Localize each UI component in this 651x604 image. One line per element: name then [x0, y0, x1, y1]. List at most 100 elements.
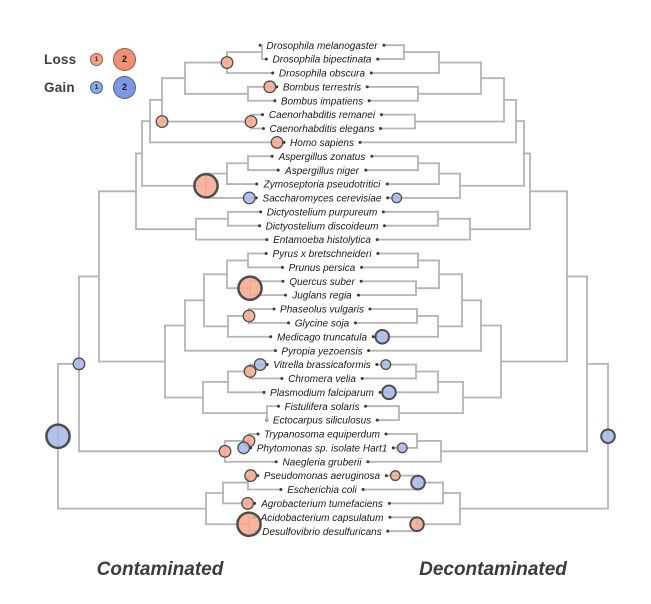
tip-dot — [356, 293, 360, 297]
tip-dot — [381, 210, 385, 214]
species-label: Agrobacterium tumefaciens — [260, 499, 383, 510]
species-label: Drosophila bipectinata — [273, 55, 372, 66]
tip-dot — [386, 196, 390, 200]
tip-dot — [269, 335, 273, 339]
gain-marker — [380, 359, 392, 371]
tip-dot — [369, 71, 373, 75]
tip-dot — [265, 238, 269, 242]
tip-dot — [367, 99, 371, 103]
species-label: Dictyostelium discoideum — [266, 221, 379, 232]
tip-dot — [274, 460, 278, 464]
tip-dot — [365, 85, 369, 89]
loss-marker — [409, 516, 425, 533]
species-label: Escherichia coli — [287, 485, 357, 496]
tip-dot — [366, 460, 370, 464]
tip-dot — [385, 182, 389, 186]
loss-marker — [220, 56, 234, 70]
species-label: Vitrella brassicaformis — [273, 360, 371, 371]
loss-marker — [243, 365, 257, 378]
tip-dot — [379, 113, 383, 117]
tip-dot — [271, 71, 275, 75]
gain-marker — [600, 428, 616, 445]
tip-dot — [361, 488, 365, 492]
gain-marker — [253, 358, 267, 372]
tip-dot — [359, 279, 363, 283]
tip-dot — [276, 404, 280, 408]
species-label: Caenorhabditis remanei — [269, 110, 376, 121]
loss-size-1-icon: 1 — [90, 52, 103, 66]
tip-dot — [379, 127, 383, 131]
species-label: Saccharomyces cerevisiae — [263, 194, 382, 205]
species-label: Zymoseptoria pseudotritici — [263, 180, 381, 191]
tip-dot — [387, 501, 391, 505]
loss-marker — [263, 80, 277, 94]
species-label: Desulfovibrio desulfuricans — [262, 527, 382, 538]
tip-dot — [375, 238, 379, 242]
tip-dot — [258, 43, 262, 47]
loss-marker — [241, 496, 255, 510]
tip-dot — [279, 488, 283, 492]
gain-marker — [242, 191, 256, 205]
species-label: Entamoeba histolytica — [273, 235, 371, 246]
species-label: Acidobacterium capsulatum — [260, 513, 384, 524]
species-label: Trypanosoma equiperdum — [264, 430, 380, 441]
tip-dot — [259, 210, 263, 214]
gain-size-1-icon: 1 — [90, 80, 103, 94]
species-label: Glycine soja — [295, 319, 350, 330]
caption-contaminated: Contaminated — [96, 559, 224, 580]
tip-dot — [280, 265, 284, 269]
tip-dot — [360, 265, 364, 269]
tip-dot — [382, 43, 386, 47]
species-label: Quercus suber — [289, 277, 355, 288]
gain-marker — [72, 357, 86, 371]
species-label: Medicago truncatula — [277, 332, 367, 343]
species-label: Drosophila obscura — [279, 69, 366, 80]
tip-dot — [353, 321, 357, 325]
tip-dot — [261, 113, 265, 117]
species-label: Pyropia yezoensis — [281, 346, 362, 357]
tip-dot — [384, 474, 388, 478]
tip-dot — [256, 432, 260, 436]
tip-dot — [384, 432, 388, 436]
gain-marker — [391, 192, 403, 204]
tip-dot — [272, 307, 276, 311]
species-label: Dictyostelium purpureum — [267, 207, 378, 218]
species-label: Caenorhabditis elegans — [269, 124, 374, 135]
loss-marker — [244, 469, 258, 483]
tip-dot — [261, 127, 265, 131]
tip-dot — [264, 251, 268, 255]
species-label: Pyrus x bretschneideri — [273, 249, 373, 260]
species-label: Aspergillus zonatus — [278, 152, 366, 163]
tip-dot — [376, 251, 380, 255]
tip-dot — [375, 363, 379, 367]
tip-dot — [258, 224, 262, 228]
species-label: Plasmodium falciparum — [270, 388, 374, 399]
species-label: Homo sapiens — [290, 138, 354, 149]
loss-marker — [237, 275, 263, 302]
tip-dot — [371, 335, 375, 339]
tip-dot — [364, 404, 368, 408]
caption-decontaminated: Decontaminated — [419, 559, 567, 580]
legend-gain-label: Gain — [44, 79, 75, 95]
tip-dot — [360, 376, 364, 380]
gain-marker — [237, 441, 251, 455]
gain-marker — [410, 474, 426, 491]
tip-dot — [375, 418, 379, 422]
loss-marker — [244, 115, 258, 129]
gain-marker — [45, 423, 71, 450]
tip-dot — [276, 168, 280, 172]
tip-dot — [378, 390, 382, 394]
legend-loss-label: Loss — [44, 51, 77, 67]
loss-size-2-icon: 2 — [113, 47, 136, 71]
tip-dot — [358, 140, 362, 144]
legend-row-gain: Gain 1 2 — [44, 74, 136, 100]
tip-dot — [273, 99, 277, 103]
tip-dot — [270, 154, 274, 158]
loss-marker — [155, 115, 169, 129]
tip-dot — [264, 57, 268, 61]
species-label: Chromera velia — [288, 374, 356, 385]
tip-dot — [273, 349, 277, 353]
species-label: Ectocarpus siliculosus — [273, 416, 371, 427]
loss-marker — [218, 444, 232, 458]
